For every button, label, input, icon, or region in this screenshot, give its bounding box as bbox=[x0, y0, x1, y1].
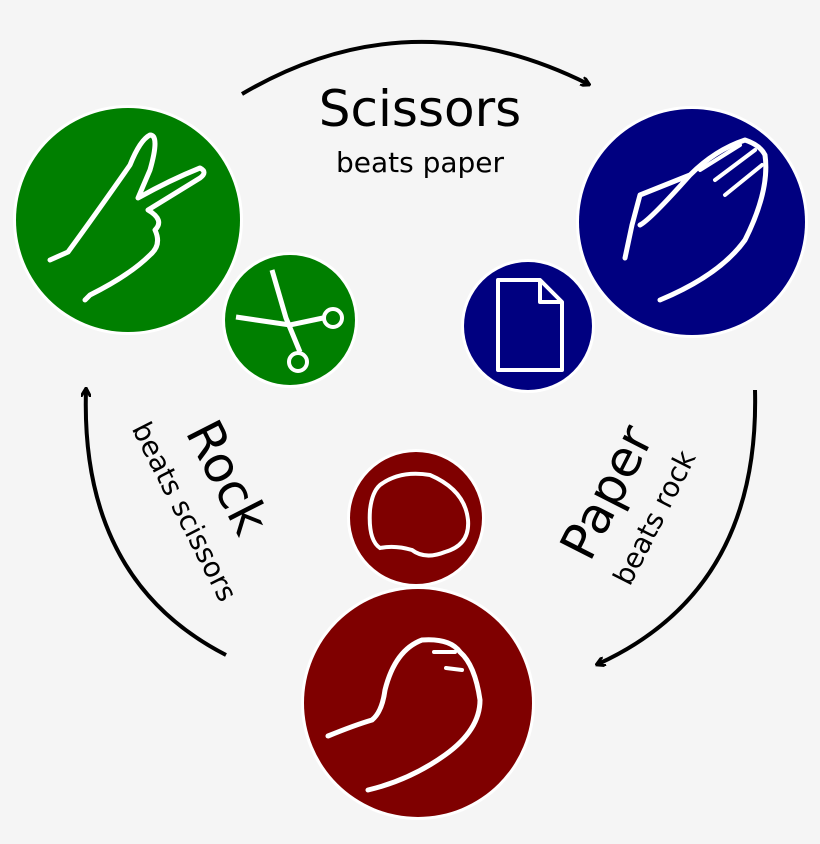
scissors-hand-icon bbox=[13, 105, 243, 335]
rock-fist-icon bbox=[301, 586, 535, 820]
arrow-rock-to-scissors bbox=[86, 390, 227, 657]
scissors-icon bbox=[222, 252, 358, 388]
arrow-paper-to-rock bbox=[598, 389, 758, 664]
paper-hand-icon bbox=[576, 106, 808, 338]
rock-stone-icon bbox=[347, 449, 485, 587]
arrow-scissors-to-paper bbox=[240, 39, 588, 96]
scissors-title: Scissors bbox=[319, 80, 521, 138]
scissors-subtitle: beats paper bbox=[336, 146, 505, 179]
paper-sheet-icon bbox=[461, 259, 595, 393]
